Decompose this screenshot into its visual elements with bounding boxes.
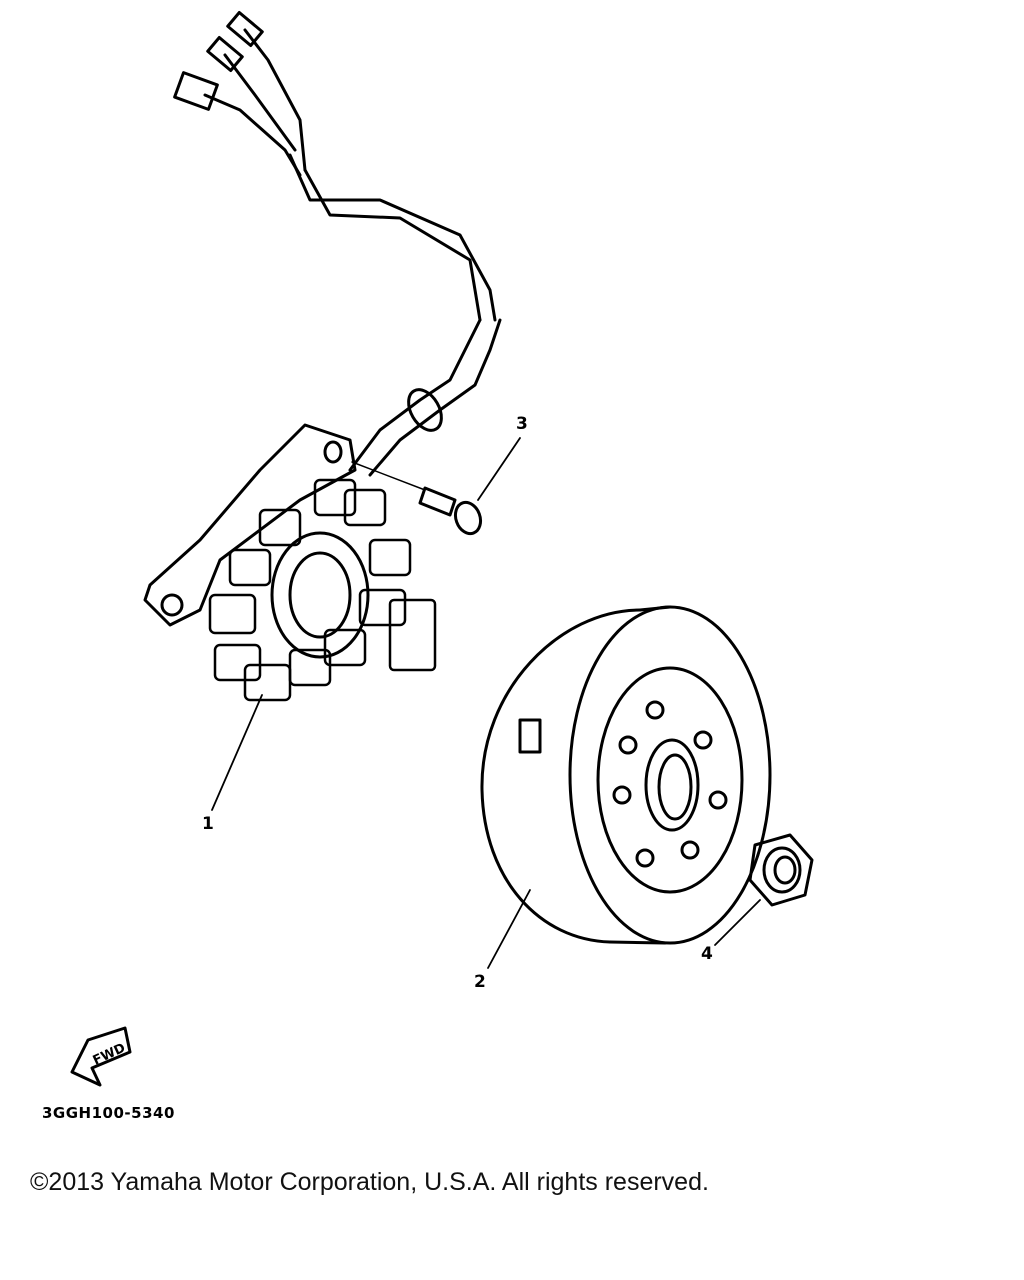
diagram-code: 3GGH100-5340 [42, 1104, 175, 1122]
nut [748, 833, 814, 907]
screw [351, 461, 483, 536]
leader-lines [211, 437, 761, 969]
callout-4: 4 [701, 944, 713, 964]
fwd-arrow-icon: FWD [70, 1026, 132, 1087]
callout-2: 2 [474, 972, 486, 992]
callout-1: 1 [202, 814, 214, 834]
stator-assembly [143, 423, 437, 702]
copyright-notice: ©2013 Yamaha Motor Corporation, U.S.A. A… [30, 1168, 709, 1196]
wire-harness [173, 10, 502, 477]
callout-3: 3 [516, 414, 528, 434]
rotor-flywheel [480, 605, 772, 945]
